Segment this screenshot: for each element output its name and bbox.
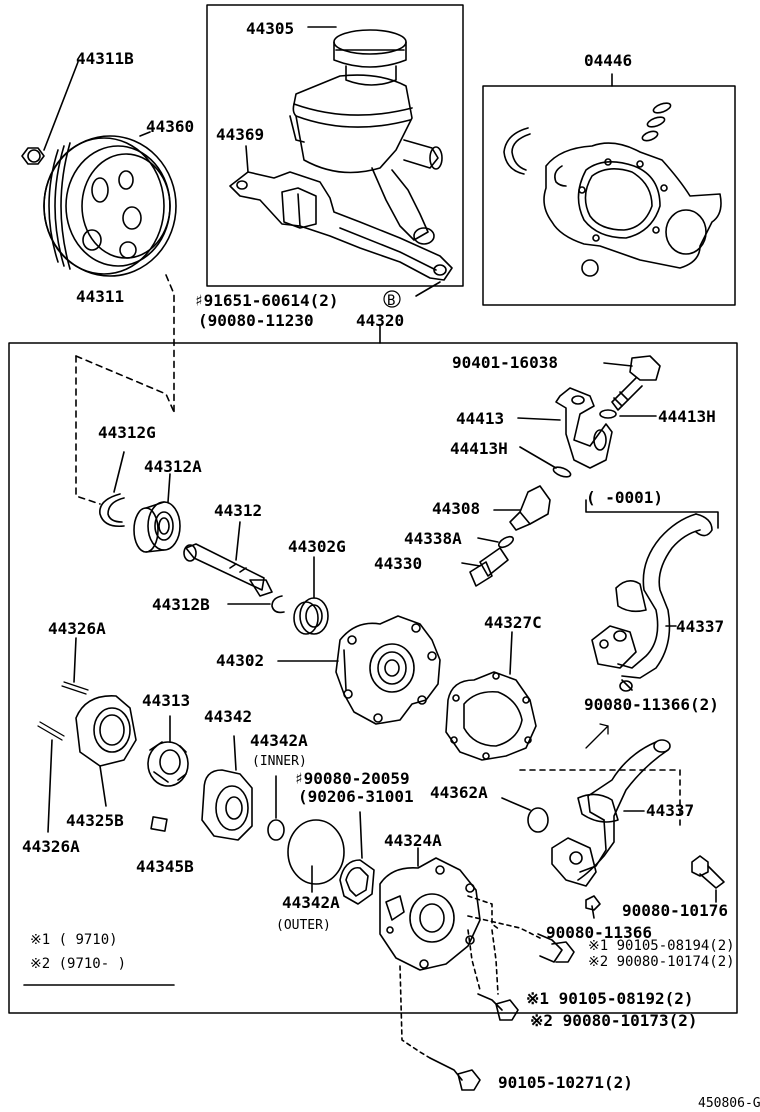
label-44338A: 44338A <box>404 529 462 548</box>
valve-44308 <box>509 485 551 531</box>
label-44312B: 44312B <box>152 595 210 614</box>
pulley-44311 <box>43 135 177 277</box>
gasket-kit-frame <box>482 85 736 306</box>
gasket-44327C <box>445 671 537 761</box>
label-44311: 44311 <box>76 287 125 306</box>
bolt-90105-08192 <box>477 993 519 1021</box>
label-90105-08194: ※1 90105-08194(2) <box>588 938 735 954</box>
label-44311B: 44311B <box>76 49 134 68</box>
label-date-range-0001: ( -0001) <box>586 488 664 507</box>
pipe-44337-upper <box>585 499 719 692</box>
label-44312G: 44312G <box>98 423 156 442</box>
gasket-kit-04446 <box>503 102 722 277</box>
spring-44330 <box>469 547 509 587</box>
label-90080-11366: 90080-11366 <box>546 923 652 942</box>
nut-44311B <box>21 147 45 165</box>
bracket-44369 <box>229 171 453 281</box>
ring-44312B <box>271 595 285 614</box>
label-90080-11366-2: 90080-11366(2) <box>584 695 719 714</box>
label-44326A-lower: 44326A <box>22 837 80 856</box>
pipe-44337-lower <box>551 739 671 887</box>
label-44324A: 44324A <box>384 831 442 850</box>
washer-44413H-lower <box>552 466 572 478</box>
label-90105-10271: 90105-10271(2) <box>498 1073 633 1092</box>
oring-44338A <box>497 535 515 549</box>
legend-note-2: ※2 (9710- ) <box>30 956 127 972</box>
label-44360: 44360 <box>146 117 195 136</box>
plate-44342 <box>201 769 253 841</box>
label-44342A-inner: 44342A <box>250 731 308 750</box>
label-90080-10174: ※2 90080-10174(2) <box>588 954 735 970</box>
label-inner: (INNER) <box>252 754 307 769</box>
label-44362A: 44362A <box>430 783 488 802</box>
bolt-90105-10271 <box>429 1057 481 1091</box>
oring-44362A <box>527 807 549 833</box>
label-91651-60614: ♯91651-60614(2) <box>194 291 339 310</box>
reservoir-frame <box>206 4 464 287</box>
label-44342: 44342 <box>204 707 253 726</box>
washer-44413H-upper <box>599 409 617 419</box>
label-90401-16038: 90401-16038 <box>452 353 558 372</box>
label-90206-31001: (90206-31001 <box>298 787 414 806</box>
oring-44342A-outer <box>287 819 345 885</box>
label-44325B: 44325B <box>66 811 124 830</box>
label-90105-08192: ※1 90105-08192(2) <box>526 989 694 1008</box>
label-44327C: 44327C <box>484 613 542 632</box>
cover-44324A <box>379 857 481 971</box>
circle-b-marker <box>383 290 401 308</box>
figure-code: 450806-G <box>698 1096 760 1111</box>
bolt-90105-08194 <box>537 933 575 963</box>
pump-assembly-frame <box>8 342 738 1014</box>
legend-note-1: ※1 ( 9710) <box>30 932 118 948</box>
seal-44302G <box>293 597 329 635</box>
oring-44342A-inner <box>267 819 285 841</box>
vane-44345B <box>150 816 168 832</box>
label-44326A-upper: 44326A <box>48 619 106 638</box>
bolt-90401-16038 <box>611 355 661 411</box>
label-90080-20059: ♯90080-20059 <box>294 769 410 788</box>
label-outer: (OUTER) <box>276 918 331 933</box>
label-44345B: 44345B <box>136 857 194 876</box>
label-44305: 44305 <box>246 19 295 38</box>
label-44369: 44369 <box>216 125 265 144</box>
housing-44302 <box>335 615 441 725</box>
label-44302G: 44302G <box>288 537 346 556</box>
label-44312: 44312 <box>214 501 263 520</box>
label-90080-11230: (90080-11230 <box>198 311 314 330</box>
bolt-90080-10176 <box>691 855 725 889</box>
label-44413: 44413 <box>456 409 505 428</box>
gasket-90206-31001 <box>339 859 375 905</box>
cam-ring-44325B <box>75 695 137 767</box>
label-circle-b: B <box>387 293 396 309</box>
snap-ring-44312G <box>99 493 125 528</box>
label-44413H-right: 44413H <box>658 407 716 426</box>
label-44312A: 44312A <box>144 457 202 476</box>
reservoir-44305 <box>289 29 443 245</box>
pin-44326A-upper <box>61 681 89 695</box>
label-90080-10176: 90080-10176 <box>622 901 728 920</box>
bolt-90080-11366 <box>585 895 601 919</box>
label-44413H-left: 44413H <box>450 439 508 458</box>
label-44302: 44302 <box>216 651 265 670</box>
label-90080-10173: ※2 90080-10173(2) <box>530 1011 698 1030</box>
label-44320: 44320 <box>356 311 405 330</box>
label-44337-lower: 44337 <box>646 801 695 820</box>
pin-44326A-lower <box>37 721 65 741</box>
label-44330: 44330 <box>374 554 423 573</box>
label-44308: 44308 <box>432 499 481 518</box>
label-04446: 04446 <box>584 51 633 70</box>
union-44413 <box>555 387 613 469</box>
rotor-44313 <box>147 741 189 787</box>
label-44313: 44313 <box>142 691 191 710</box>
label-44337-upper: 44337 <box>676 617 725 636</box>
shaft-44312 <box>183 543 273 597</box>
label-44342A-outer: 44342A <box>282 893 340 912</box>
bearing-44312A <box>133 501 181 553</box>
